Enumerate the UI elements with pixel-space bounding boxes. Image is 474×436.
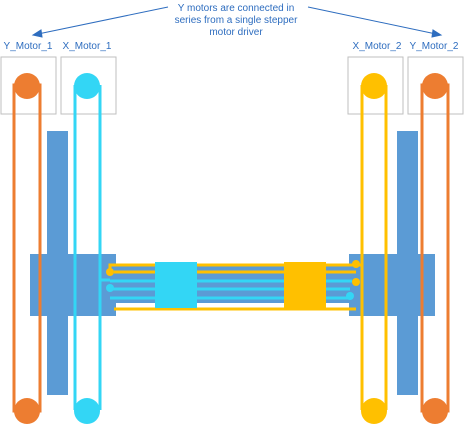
annotation-line-2: series from a single stepper bbox=[175, 15, 299, 26]
annotation-line-3: motor driver bbox=[209, 27, 263, 38]
y-motor-2-pulley bbox=[422, 73, 448, 99]
x-belt-yellow bbox=[108, 85, 388, 410]
bottom-pulleys bbox=[14, 398, 448, 424]
idler-yellow-left bbox=[106, 268, 114, 276]
x-bottom-pulley-right bbox=[361, 398, 387, 424]
x-motor-1-label: X_Motor_1 bbox=[63, 41, 112, 52]
y-motor-2-label: Y_Motor_2 bbox=[410, 41, 459, 52]
annotation-line-1: Y motors are connected in bbox=[178, 3, 295, 14]
y-bottom-pulley-left bbox=[14, 398, 40, 424]
y-belt-right bbox=[420, 83, 450, 413]
idler-cyan-left bbox=[106, 284, 114, 292]
x-motor-1-pulley bbox=[74, 73, 100, 99]
y-belt-left bbox=[12, 83, 42, 413]
y-motor-1-label: Y_Motor_1 bbox=[4, 41, 53, 52]
y-motor-1-pulley bbox=[14, 73, 40, 99]
y-carriage-left bbox=[30, 254, 116, 316]
y-bottom-pulley-right bbox=[422, 398, 448, 424]
x-carriage-yellow bbox=[284, 262, 326, 308]
motor-boxes bbox=[0, 56, 464, 115]
x-motor-2-label: X_Motor_2 bbox=[353, 41, 402, 52]
x-motor-2-pulley bbox=[361, 73, 387, 99]
x-bottom-pulley-left bbox=[74, 398, 100, 424]
idler-yellow-right-upper bbox=[352, 260, 360, 268]
idler-yellow-right bbox=[352, 278, 360, 286]
idler-pulleys bbox=[106, 260, 360, 300]
idler-cyan-right bbox=[346, 292, 354, 300]
x-carriage-cyan bbox=[155, 262, 197, 308]
x-belt-cyan bbox=[73, 85, 352, 410]
motor-pulleys bbox=[14, 73, 448, 99]
annotation-arrows bbox=[31, 6, 443, 38]
